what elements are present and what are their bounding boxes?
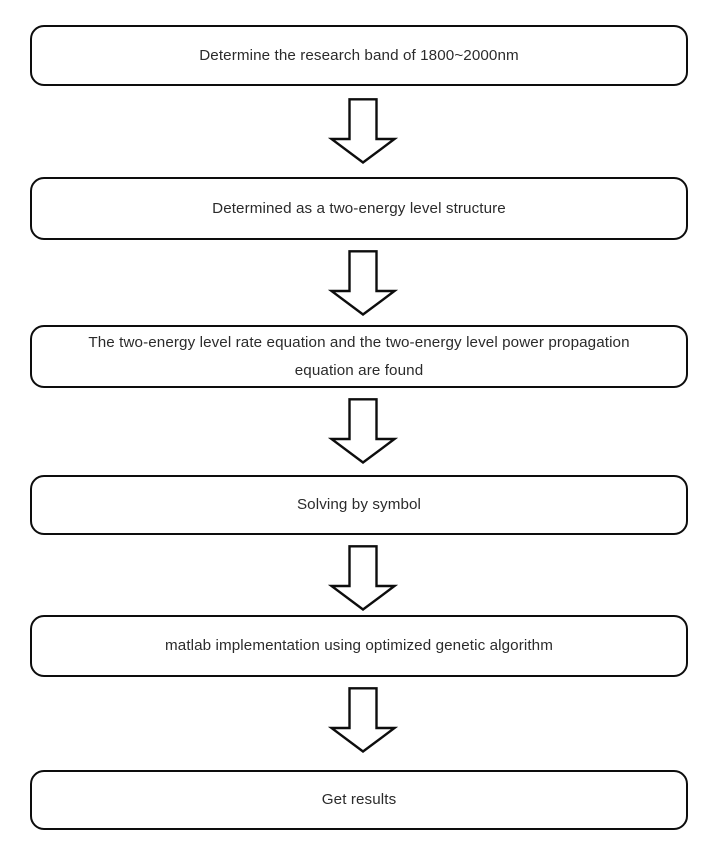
- block-arrow-down-icon: [327, 545, 399, 611]
- block-arrow-down-icon: [327, 250, 399, 316]
- flowchart-node-label: Determined as a two-energy level structu…: [212, 199, 506, 217]
- flowchart-node-label: Determine the research band of 1800~2000…: [199, 46, 519, 64]
- flowchart-node-step-5[interactable]: matlab implementation using optimized ge…: [30, 615, 688, 677]
- flowchart-node-step-4[interactable]: Solving by symbol: [30, 475, 688, 535]
- flowchart-node-step-1[interactable]: Determine the research band of 1800~2000…: [30, 25, 688, 86]
- flowchart-node-label: The two-energy level rate equation and t…: [88, 333, 630, 379]
- block-arrow-down-icon: [327, 398, 399, 464]
- flowchart-node-label: matlab implementation using optimized ge…: [165, 637, 553, 654]
- flowchart-node-label: Get results: [321, 791, 397, 808]
- flowchart-node-label: Solving by symbol: [296, 496, 422, 513]
- flowchart-node-step-2[interactable]: Determined as a two-energy level structu…: [30, 177, 688, 240]
- flowchart-node-step-3[interactable]: The two-energy level rate equation and t…: [30, 325, 688, 388]
- block-arrow-down-icon: [327, 98, 399, 164]
- block-arrow-down-icon: [327, 687, 399, 753]
- flowchart-node-step-6[interactable]: Get results: [30, 770, 688, 830]
